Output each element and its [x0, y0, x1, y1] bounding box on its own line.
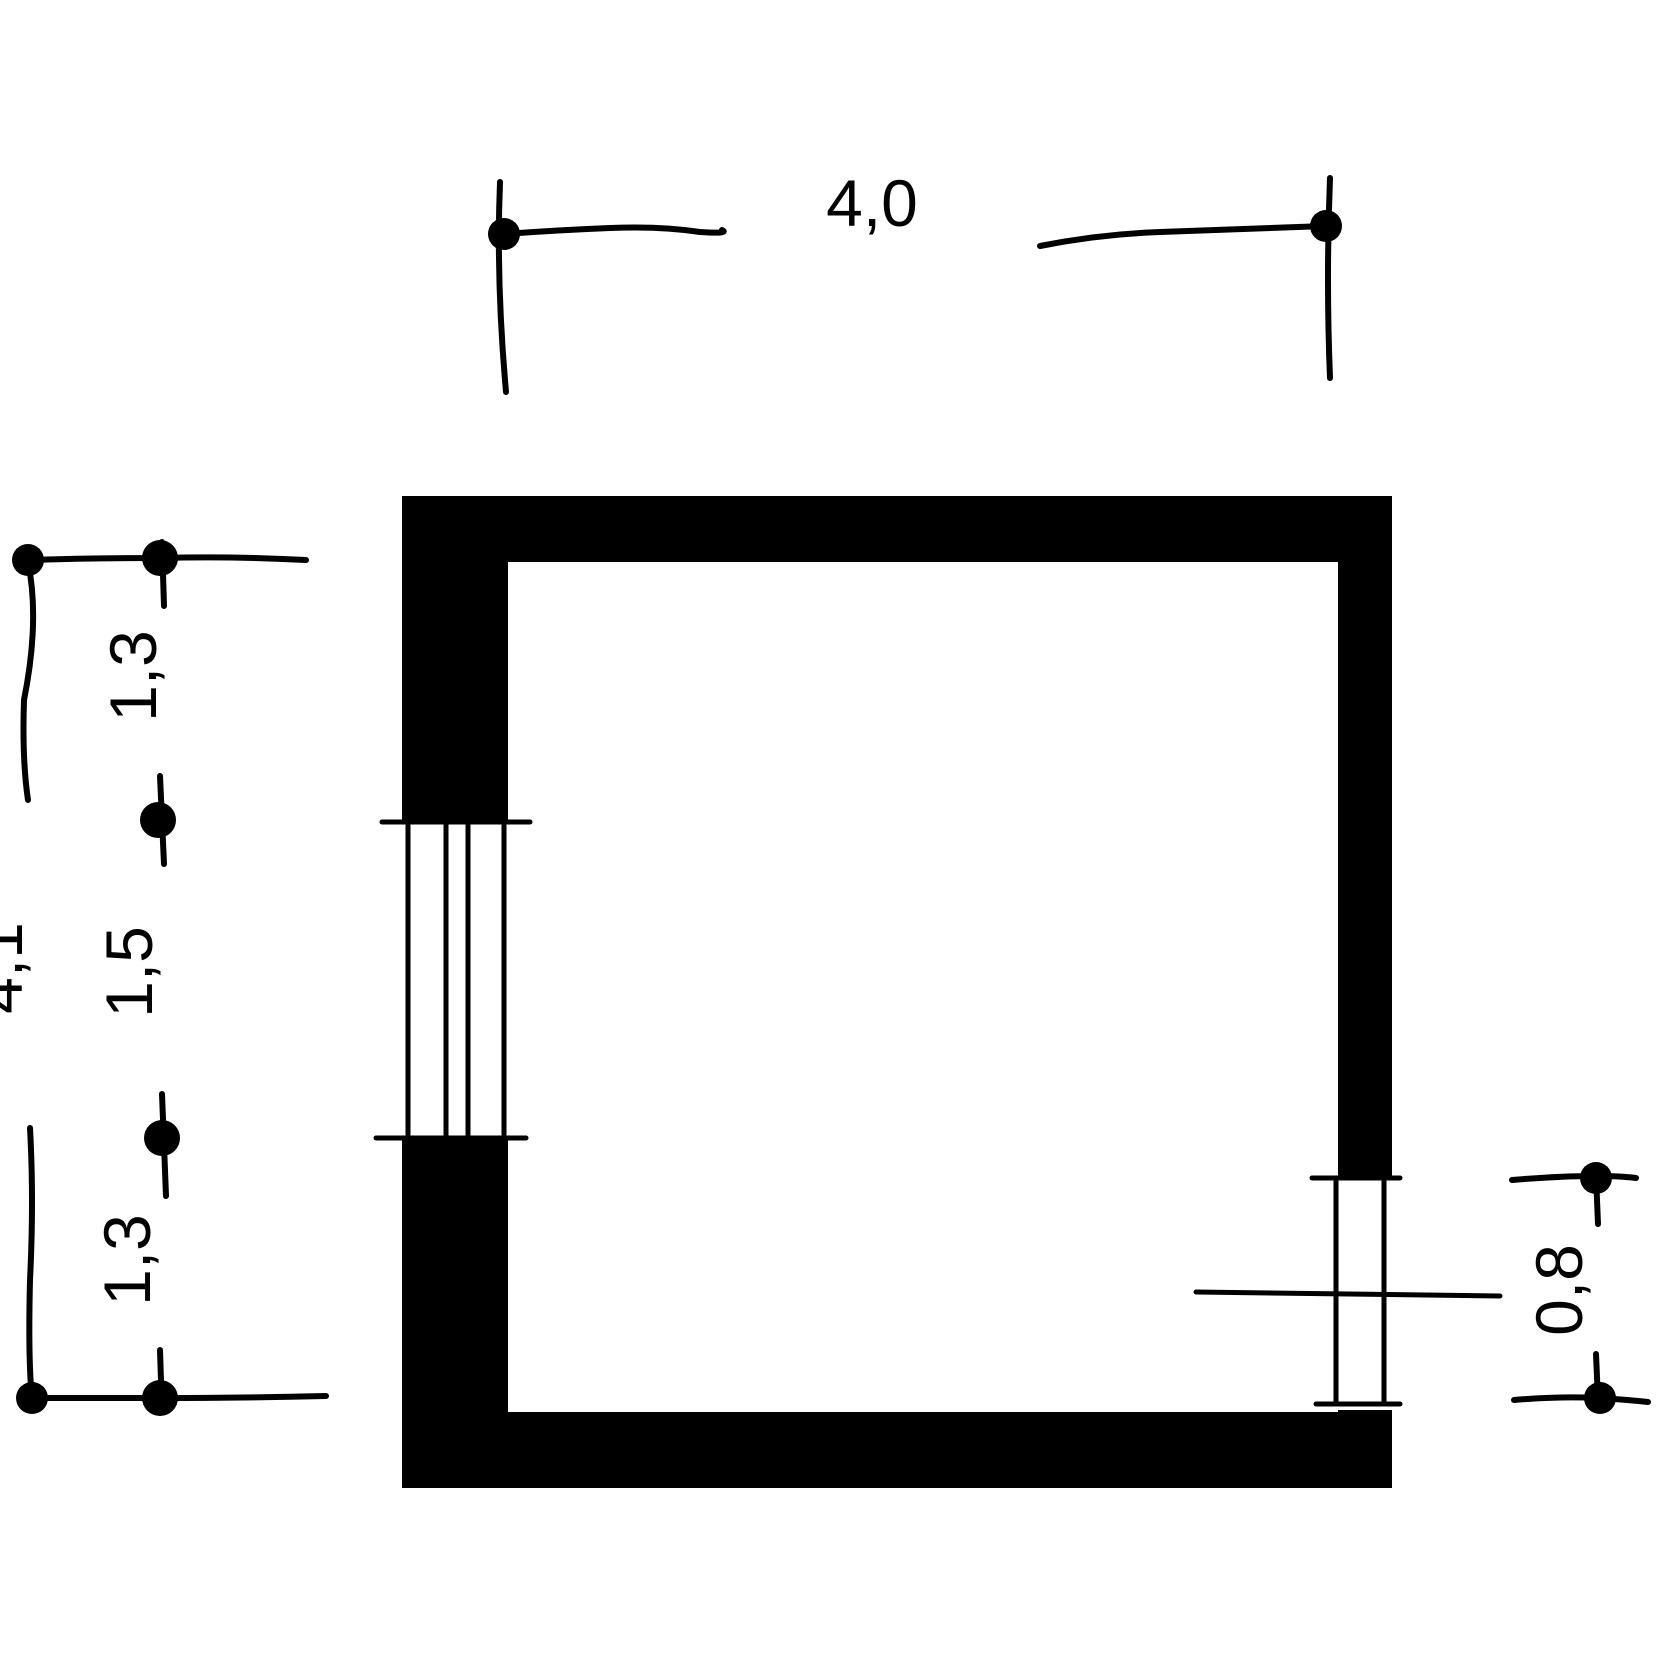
- right-door-label: 0,8: [1522, 1244, 1596, 1336]
- dimension-dot: [142, 540, 178, 576]
- door-symbol: [1193, 1175, 1503, 1407]
- dimension-dot: [1584, 1382, 1616, 1414]
- left-upper-segment-label: 1,3: [96, 630, 170, 722]
- window-symbol: [373, 819, 533, 1141]
- window-opening-gap: [396, 822, 514, 1138]
- top-width-dimension: 4,0: [488, 166, 1342, 395]
- dimension-dot: [140, 802, 176, 838]
- left-overall-label: 4,1: [0, 922, 36, 1014]
- left-window-segment-label: 1,5: [92, 926, 166, 1018]
- dimension-dot: [488, 218, 520, 250]
- top-width-label: 4,0: [826, 166, 918, 240]
- right-door-dimension: 0,8: [1509, 1162, 1651, 1414]
- dimension-dot: [144, 1120, 180, 1156]
- left-lower-segment-label: 1,3: [90, 1214, 164, 1306]
- dimension-dot: [1580, 1162, 1612, 1194]
- left-segment-dimension: 1,3 1,5 1,3: [25, 539, 329, 1416]
- room-walls: [402, 496, 1392, 1488]
- left-overall-dimension: 4,1: [0, 544, 48, 1414]
- dimension-dot: [142, 1380, 178, 1416]
- dimension-dot: [1310, 210, 1342, 242]
